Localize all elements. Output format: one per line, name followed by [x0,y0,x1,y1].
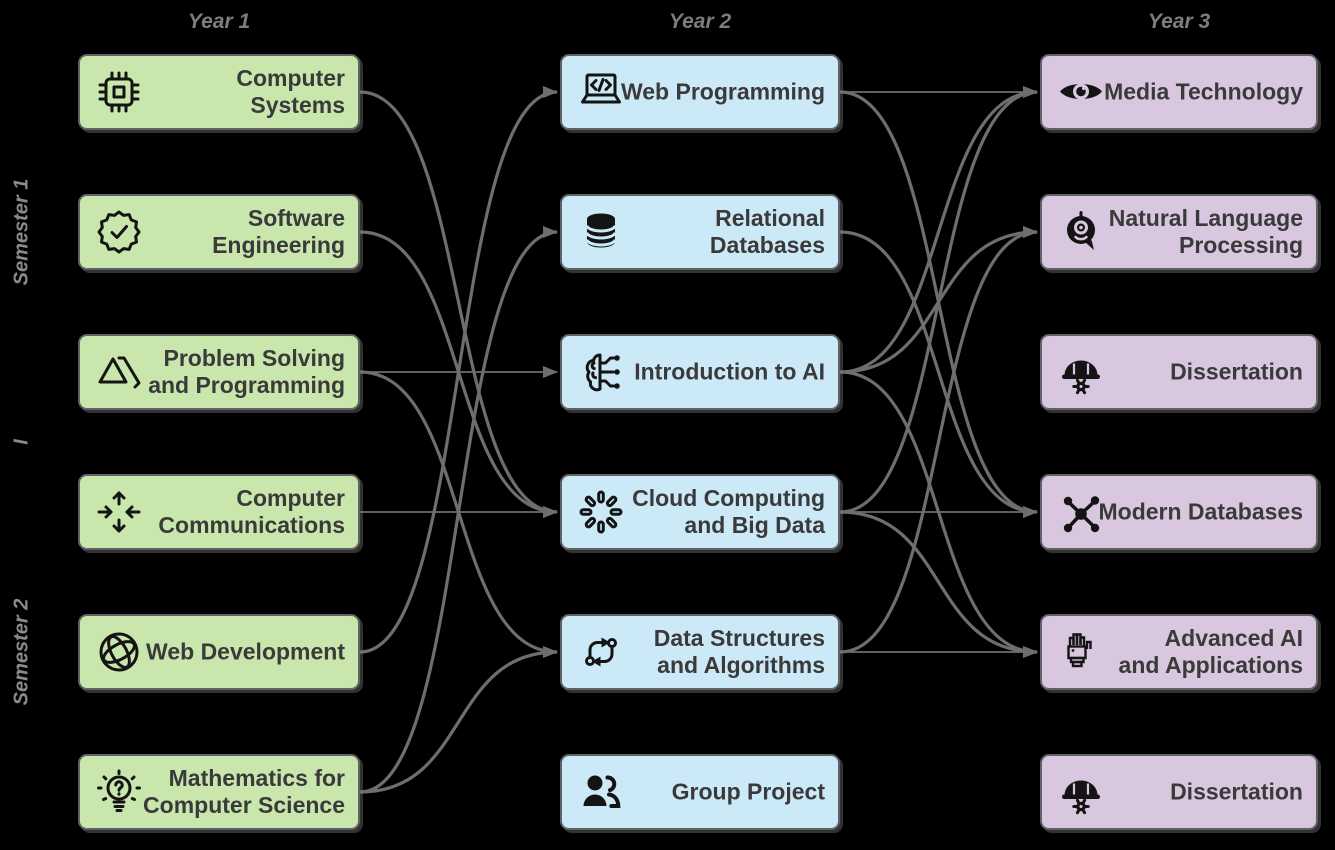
course-box-software-engineering: Software Engineering [78,194,360,270]
bulb-question-icon [95,768,143,816]
course-label: Software Engineering [212,205,345,258]
year-3-header: Year 3 [1147,10,1211,33]
course-box-computer-systems: Computer Systems [78,54,360,130]
course-box-web-programming: Web Programming [560,54,840,130]
eye-icon [1057,68,1105,116]
cpu-icon [95,68,143,116]
course-label: Web Programming [620,78,825,105]
course-box-computer-communications: Computer Communications [78,474,360,550]
course-label: Web Development [146,638,345,665]
course-box-data-structures: Data Structures and Algorithms [560,614,840,690]
course-box-advanced-ai: Advanced AI and Applications [1040,614,1318,690]
edge-computer-systems-to-cloud-computing [359,90,558,518]
edge-introduction-to-ai-to-media-technology [839,86,1038,374]
badge-check-icon [95,208,143,256]
network-icon [1057,488,1105,536]
course-box-relational-databases: Relational Databases [560,194,840,270]
course-box-introduction-to-ai: Introduction to AI [560,334,840,410]
course-label: Problem Solving and Programming [148,345,345,398]
course-label: Computer Communications [158,485,345,538]
course-label: Dissertation [1170,358,1303,385]
edge-mathematics-to-data-structures [359,646,558,794]
course-label: Modern Databases [1098,498,1303,525]
course-label: Advanced AI and Applications [1118,625,1303,678]
course-box-mathematics: Mathematics for Computer Science [78,754,360,830]
year-2-header: Year 2 [668,10,732,33]
course-box-problem-solving: Problem Solving and Programming [78,334,360,410]
edge-relational-databases-to-modern-databases [839,230,1038,518]
arrows-in-icon [95,488,143,536]
triangle-icon [95,348,143,396]
edge-cloud-computing-to-advanced-ai [839,510,1038,658]
spinner-icon [577,488,625,536]
hardhat-gear-icon [1057,768,1105,816]
course-label: Media Technology [1104,78,1303,105]
course-label: Introduction to AI [634,358,825,385]
hardhat-gear-icon [1057,348,1105,396]
edge-mathematics-to-relational-databases [359,226,558,794]
ai-brain-icon [577,348,625,396]
course-label: Cloud Computing and Big Data [632,485,825,538]
course-label: Data Structures and Algorithms [653,625,825,678]
course-label: Computer Systems [236,65,345,118]
course-box-web-development: Web Development [78,614,360,690]
course-label: Group Project [671,778,825,805]
semester-2-label: Semester 2 [10,598,33,706]
loop-arrows-icon [577,628,625,676]
laptop-code-icon [577,68,625,116]
course-label: Natural Language Processing [1108,205,1303,258]
course-label: Dissertation [1170,778,1303,805]
course-box-dissertation-s2: Dissertation [1040,754,1318,830]
globe-icon [95,628,143,676]
course-label: Relational Databases [709,205,825,258]
edge-data-structures-to-natural-language-processing [839,226,1038,654]
people-icon [577,768,625,816]
edge-cloud-computing-to-media-technology [839,86,1038,514]
course-box-modern-databases: Modern Databases [1040,474,1318,550]
semester-1-label: Semester 1 [10,178,33,286]
course-box-dissertation-s1: Dissertation [1040,334,1318,410]
edge-web-development-to-web-programming [359,86,558,654]
semester-divider-label: I [10,439,33,445]
course-box-cloud-computing: Cloud Computing and Big Data [560,474,840,550]
robot-hand-icon [1057,628,1105,676]
course-box-group-project: Group Project [560,754,840,830]
course-label: Mathematics for Computer Science [143,765,345,818]
course-box-media-technology: Media Technology [1040,54,1318,130]
course-box-natural-language-processing: Natural Language Processing [1040,194,1318,270]
year-1-header: Year 1 [187,10,251,33]
bot-icon [1057,208,1105,256]
database-icon [577,208,625,256]
